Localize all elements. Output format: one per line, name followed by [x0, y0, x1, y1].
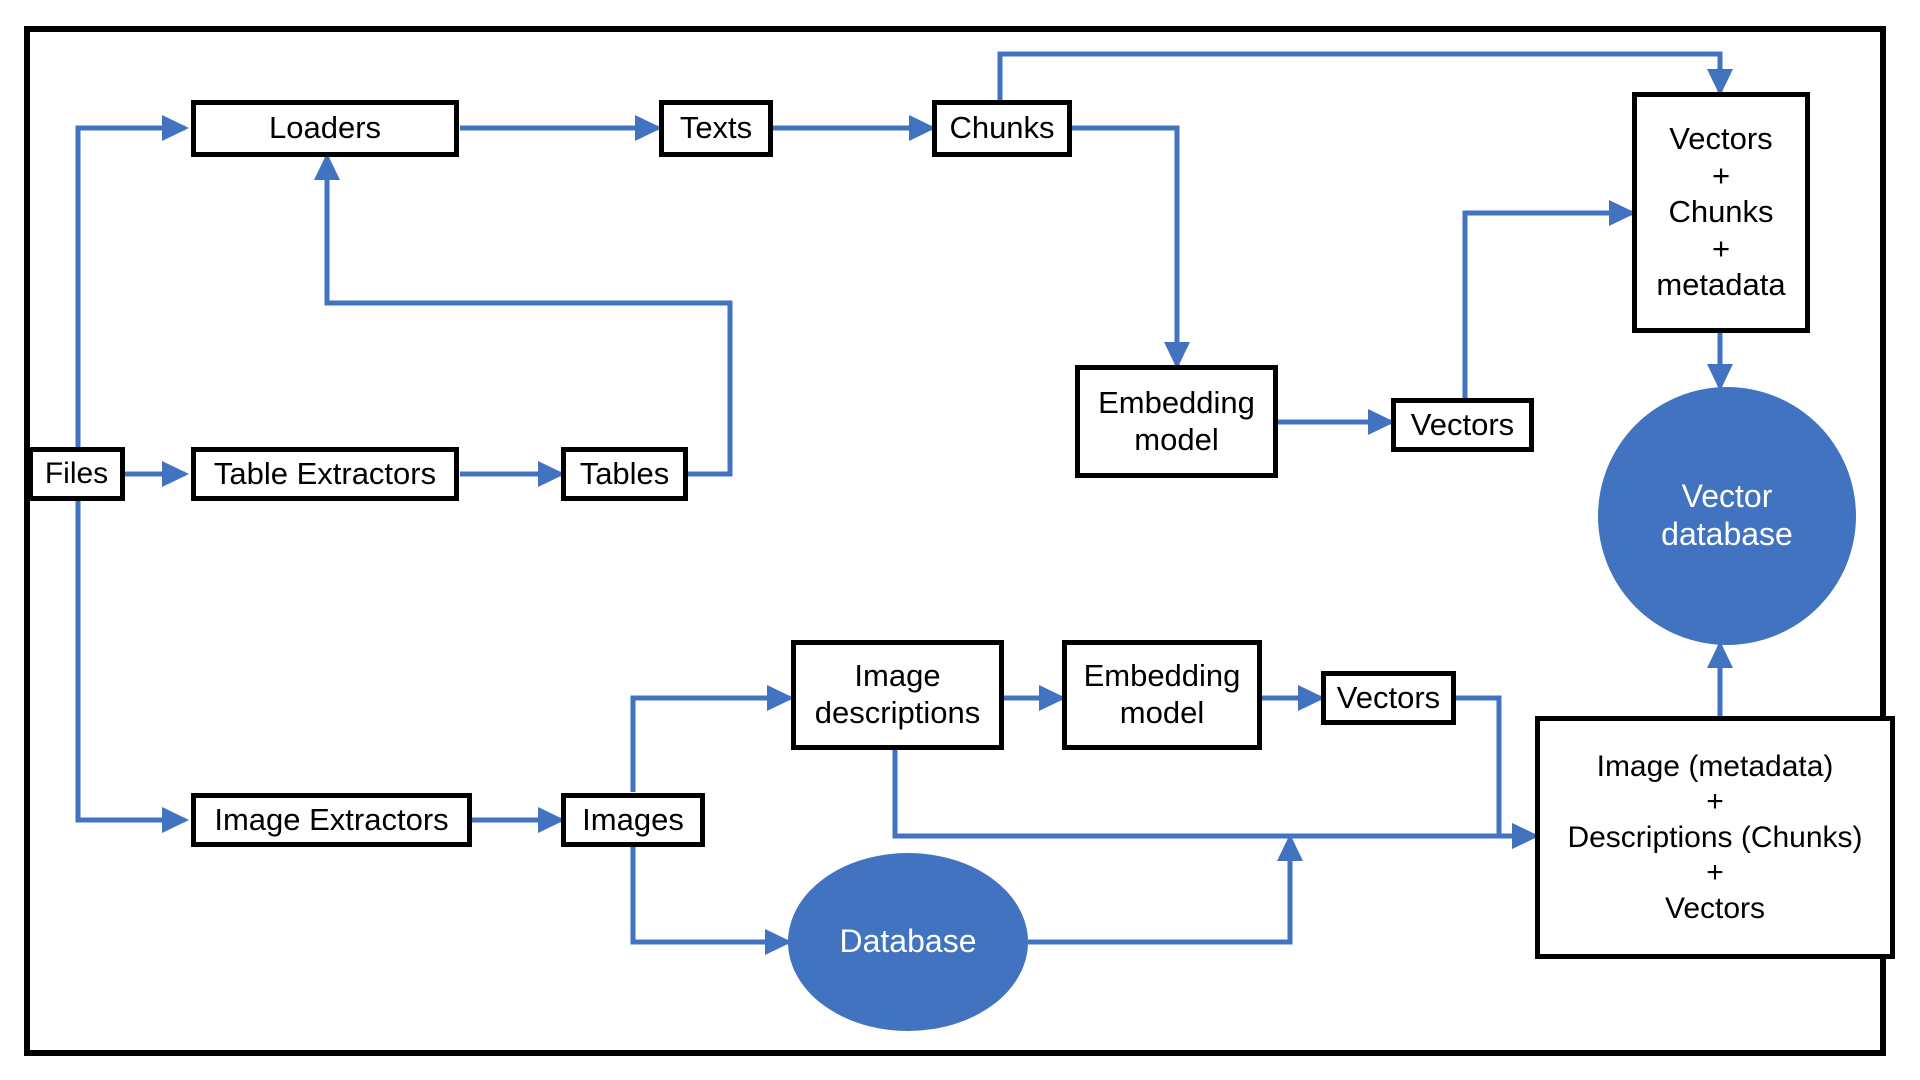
node-image-descriptions-label: Image descriptions: [814, 658, 981, 730]
node-vector-database[interactable]: Vector database: [1598, 387, 1856, 645]
node-database[interactable]: Database: [788, 853, 1028, 1031]
node-embedding-model-top[interactable]: Embedding model: [1075, 365, 1278, 478]
node-images-label: Images: [582, 801, 684, 837]
node-vectors-top[interactable]: Vectors: [1391, 398, 1534, 452]
node-vectors-chunks-metadata-label: Vectors + Chunks + metadata: [1656, 121, 1786, 303]
node-image-extractors[interactable]: Image Extractors: [191, 793, 472, 847]
node-vectors-top-label: Vectors: [1410, 406, 1515, 442]
node-table-extractors-label: Table Extractors: [213, 455, 437, 491]
node-vector-database-label: Vector database: [1661, 478, 1793, 552]
node-chunks-label: Chunks: [949, 110, 1055, 146]
node-vectors-bottom[interactable]: Vectors: [1321, 671, 1456, 725]
node-images[interactable]: Images: [561, 793, 705, 847]
node-tables[interactable]: Tables: [561, 447, 688, 501]
node-vectors-bottom-label: Vectors: [1336, 679, 1441, 715]
node-image-metadata-descriptions-vectors-label: Image (metadata) + Descriptions (Chunks)…: [1567, 750, 1863, 925]
node-texts[interactable]: Texts: [659, 100, 773, 157]
node-embedding-model-top-label: Embedding model: [1098, 384, 1255, 457]
node-tables-label: Tables: [579, 455, 670, 491]
node-database-label: Database: [839, 923, 977, 960]
node-image-extractors-label: Image Extractors: [214, 801, 449, 837]
node-files[interactable]: Files: [28, 447, 125, 501]
node-texts-label: Texts: [679, 110, 753, 146]
node-embedding-model-bottom-label: Embedding model: [1083, 658, 1241, 730]
node-image-descriptions[interactable]: Image descriptions: [791, 640, 1004, 750]
node-table-extractors[interactable]: Table Extractors: [191, 447, 459, 501]
node-loaders[interactable]: Loaders: [191, 100, 459, 157]
node-loaders-label: Loaders: [268, 110, 382, 146]
node-embedding-model-bottom[interactable]: Embedding model: [1062, 640, 1262, 750]
node-image-metadata-descriptions-vectors[interactable]: Image (metadata) + Descriptions (Chunks)…: [1535, 716, 1895, 959]
node-vectors-chunks-metadata[interactable]: Vectors + Chunks + metadata: [1632, 92, 1810, 333]
node-files-label: Files: [44, 457, 109, 491]
node-chunks[interactable]: Chunks: [932, 100, 1072, 157]
